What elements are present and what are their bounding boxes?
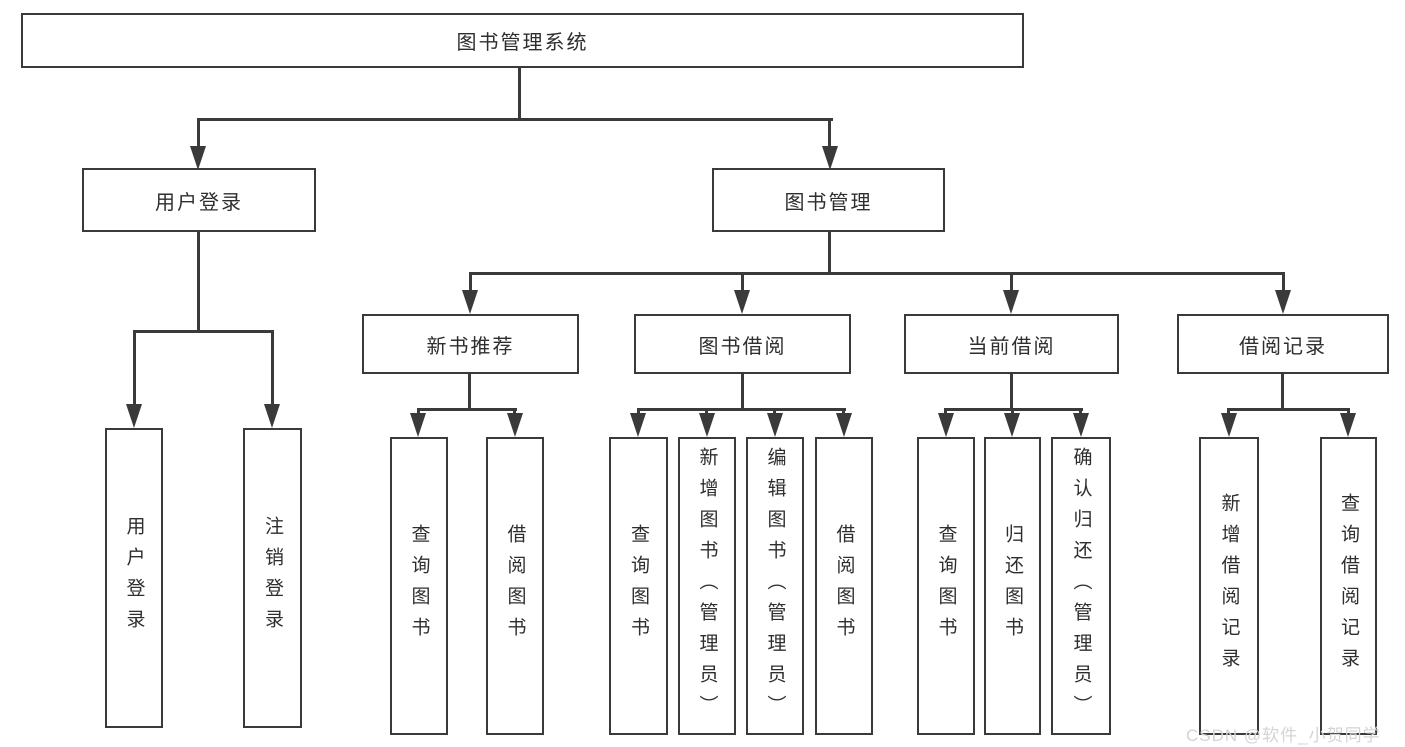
node-new-book-recommend: 新书推荐 bbox=[362, 314, 579, 374]
leaf-label: 新增图书（管理员） bbox=[696, 446, 718, 726]
connector bbox=[944, 408, 947, 416]
arrowhead bbox=[410, 413, 426, 437]
connector bbox=[828, 118, 831, 148]
leaf-query-books-1: 查询图书 bbox=[390, 437, 448, 735]
node-label: 图书管理 bbox=[784, 191, 873, 214]
node-label: 用户登录 bbox=[155, 191, 243, 214]
leaf-label: 查询图书 bbox=[628, 524, 649, 648]
node-label: 图书借阅 bbox=[698, 335, 787, 358]
leaf-label: 确认归还（管理员） bbox=[1070, 446, 1092, 726]
arrowhead bbox=[767, 413, 783, 437]
connector bbox=[469, 272, 472, 292]
arrowhead bbox=[1073, 413, 1089, 437]
leaf-logout: 注销登录 bbox=[243, 428, 302, 728]
connector bbox=[513, 408, 516, 416]
leaf-borrow-books-2: 借阅图书 bbox=[815, 437, 873, 735]
connector bbox=[197, 118, 200, 148]
connector bbox=[828, 232, 831, 274]
node-borrowing-records: 借阅记录 bbox=[1177, 314, 1389, 374]
connector bbox=[133, 330, 274, 333]
connector bbox=[468, 374, 471, 410]
arrowhead bbox=[836, 413, 852, 437]
leaf-label: 借阅图书 bbox=[504, 524, 526, 648]
connector bbox=[637, 408, 640, 416]
connector bbox=[1011, 408, 1014, 416]
connector bbox=[197, 232, 200, 332]
connector bbox=[197, 118, 833, 121]
leaf-label: 归还图书 bbox=[1002, 524, 1023, 648]
arrowhead bbox=[822, 146, 838, 170]
leaf-confirm-return-admin: 确认归还（管理员） bbox=[1051, 437, 1111, 735]
node-user-login: 用户登录 bbox=[82, 168, 316, 232]
connector bbox=[741, 272, 744, 292]
connector bbox=[1227, 408, 1230, 416]
connector bbox=[1282, 272, 1285, 292]
connector bbox=[1281, 374, 1284, 410]
arrowhead bbox=[126, 404, 142, 428]
leaf-label: 编辑图书（管理员） bbox=[764, 446, 786, 726]
arrowhead bbox=[630, 413, 646, 437]
leaf-query-books-2: 查询图书 bbox=[609, 437, 668, 735]
arrowhead bbox=[734, 290, 750, 314]
connector bbox=[741, 374, 744, 410]
arrowhead bbox=[1340, 413, 1356, 437]
arrowhead bbox=[1003, 290, 1019, 314]
arrowhead bbox=[1004, 413, 1020, 437]
connector bbox=[1347, 408, 1350, 416]
connector bbox=[705, 408, 708, 416]
node-book-management: 图书管理 bbox=[712, 168, 945, 232]
leaf-label: 新增借阅记录 bbox=[1218, 493, 1240, 679]
connector bbox=[417, 408, 517, 411]
leaf-user-login: 用户登录 bbox=[105, 428, 163, 728]
node-book-borrowing: 图书借阅 bbox=[634, 314, 851, 374]
connector bbox=[1010, 374, 1013, 410]
connector bbox=[773, 408, 776, 416]
leaf-query-borrow-record: 查询借阅记录 bbox=[1320, 437, 1377, 735]
arrowhead bbox=[699, 413, 715, 437]
leaf-label: 查询图书 bbox=[408, 524, 430, 648]
arrowhead bbox=[190, 146, 206, 170]
leaf-label: 借阅图书 bbox=[833, 524, 855, 648]
csdn-watermark: CSDN @软件_小贺同学 bbox=[1186, 726, 1381, 745]
connector bbox=[1010, 272, 1013, 292]
node-label: 借阅记录 bbox=[1239, 335, 1327, 358]
node-current-borrowing: 当前借阅 bbox=[904, 314, 1119, 374]
leaf-return-book: 归还图书 bbox=[984, 437, 1041, 735]
connector bbox=[637, 408, 846, 411]
node-label: 新书推荐 bbox=[426, 335, 515, 358]
connector bbox=[842, 408, 845, 416]
connector bbox=[1079, 408, 1082, 416]
arrowhead bbox=[1275, 290, 1291, 314]
arrowhead bbox=[264, 404, 280, 428]
leaf-borrow-books-1: 借阅图书 bbox=[486, 437, 544, 735]
leaf-label: 查询借阅记录 bbox=[1338, 493, 1359, 679]
arrowhead bbox=[462, 290, 478, 314]
arrowhead bbox=[938, 413, 954, 437]
leaf-edit-book-admin: 编辑图书（管理员） bbox=[746, 437, 804, 735]
leaf-label: 查询图书 bbox=[935, 524, 957, 648]
leaf-label: 用户登录 bbox=[123, 516, 145, 640]
connector bbox=[518, 68, 521, 120]
node-label: 当前借阅 bbox=[967, 335, 1056, 358]
leaf-label: 注销登录 bbox=[262, 516, 283, 640]
connector bbox=[271, 330, 274, 404]
arrowhead bbox=[507, 413, 523, 437]
node-label: 图书管理系统 bbox=[456, 32, 589, 54]
arrowhead bbox=[1221, 413, 1237, 437]
connector bbox=[133, 330, 136, 404]
connector bbox=[1227, 408, 1350, 411]
connector bbox=[469, 272, 1285, 275]
connector bbox=[417, 408, 420, 416]
node-library-management-system: 图书管理系统 bbox=[21, 13, 1024, 68]
leaf-add-borrow-record: 新增借阅记录 bbox=[1199, 437, 1259, 735]
leaf-query-books-3: 查询图书 bbox=[917, 437, 975, 735]
leaf-add-book-admin: 新增图书（管理员） bbox=[678, 437, 736, 735]
